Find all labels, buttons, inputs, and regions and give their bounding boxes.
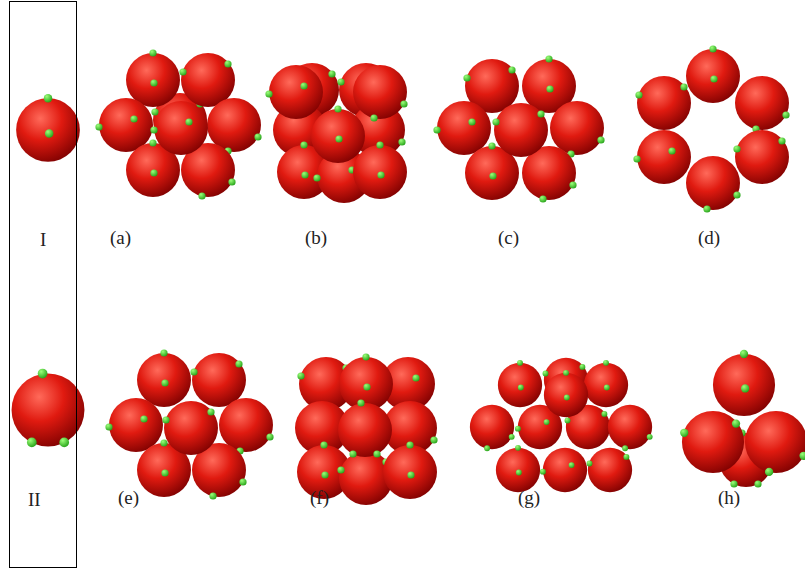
panel-label: (b) xyxy=(305,228,327,247)
panel-label: (c) xyxy=(498,228,519,247)
row-label: I xyxy=(40,230,46,249)
panel-label: (g) xyxy=(518,488,540,507)
panel-label: (a) xyxy=(110,228,131,247)
panel-label: (e) xyxy=(118,488,139,507)
panel-label: (f) xyxy=(310,488,329,507)
row-label: II xyxy=(28,490,41,509)
panel-frame: III xyxy=(9,1,77,568)
panel-label: (h) xyxy=(718,488,740,507)
panel-label: (d) xyxy=(698,228,720,247)
